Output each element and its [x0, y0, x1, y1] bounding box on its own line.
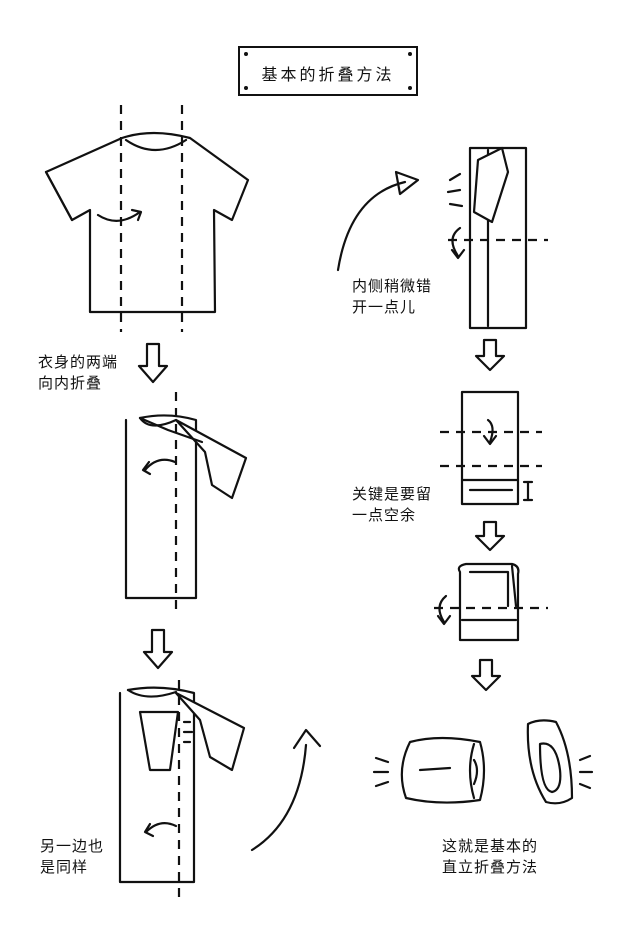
- curved-arrow-right-icon: [336, 170, 420, 272]
- arrow-down-icon: [470, 658, 502, 692]
- shirt-folded-thirds: [440, 390, 542, 506]
- caption-step3: 内侧稍微错 开一点儿: [352, 276, 432, 318]
- arrow-down-icon: [142, 628, 174, 670]
- caption-line: 这就是基本的: [442, 837, 539, 855]
- caption-line: 直立折叠方法: [442, 858, 539, 876]
- title-box: 基本的折叠方法: [238, 46, 418, 96]
- corner-dot: [244, 86, 248, 90]
- caption-step4: 关键是要留 一点空余: [352, 484, 432, 526]
- caption-line: 内侧稍微错: [352, 277, 433, 295]
- shirt-long-strip: [446, 146, 548, 330]
- tshirt-flat: [44, 105, 250, 332]
- shirt-rolled-side: [372, 736, 486, 804]
- corner-dot: [244, 52, 248, 56]
- caption-step1: 衣身的两端 向内折叠: [38, 352, 118, 394]
- corner-dot: [408, 52, 412, 56]
- page-title: 基本的折叠方法: [261, 65, 395, 84]
- arrow-down-icon: [474, 520, 506, 552]
- caption-line: 关键是要留: [352, 485, 433, 503]
- tshirt-one-side-folded: [124, 392, 248, 612]
- caption-final: 这就是基本的 直立折叠方法: [442, 836, 538, 878]
- curved-arrow-up-icon: [250, 728, 322, 852]
- caption-line: 向内折叠: [38, 374, 103, 392]
- caption-step2: 另一边也 是同样: [40, 836, 104, 878]
- caption-line: 是同样: [40, 858, 89, 876]
- caption-line: 开一点儿: [352, 298, 417, 316]
- caption-line: 一点空余: [352, 506, 417, 524]
- caption-line: 另一边也: [40, 837, 105, 855]
- corner-dot: [408, 86, 412, 90]
- shirt-rolled-standing: [526, 719, 594, 805]
- shirt-compact-fold: [434, 562, 548, 642]
- tshirt-both-sides-folded: [118, 680, 246, 900]
- arrow-down-icon: [474, 338, 506, 372]
- arrow-down-icon: [137, 342, 169, 384]
- caption-line: 衣身的两端: [38, 353, 119, 371]
